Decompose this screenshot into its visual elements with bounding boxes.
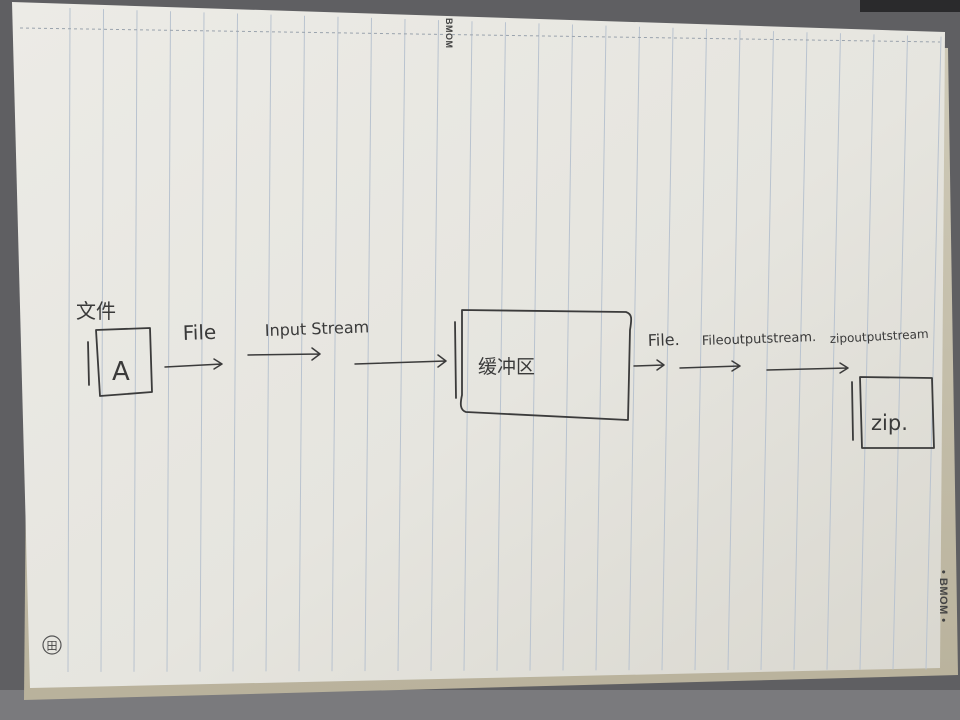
ruled-line xyxy=(364,17,372,672)
ruled-line xyxy=(925,36,942,670)
target-box-label: zip. xyxy=(871,411,908,435)
ruled-line xyxy=(859,34,875,670)
ruled-line xyxy=(727,29,741,671)
flow-label-file-out: File. xyxy=(647,330,680,350)
ruled-line xyxy=(496,22,506,671)
flow-label-zipoutputstream: zipoutputstream xyxy=(829,327,928,346)
brand-bottom-text: • BMOM • xyxy=(937,570,949,623)
flow-diagram: 文件 A File Input Stream 缓冲区 File. Fileout… xyxy=(76,299,935,449)
ruled-line xyxy=(463,21,473,671)
source-box xyxy=(95,327,153,397)
buffer-box-bar xyxy=(454,321,457,399)
ruled-line xyxy=(298,15,305,672)
target-box xyxy=(859,376,935,449)
arrow-2 xyxy=(247,347,321,361)
ruled-line xyxy=(694,28,707,671)
source-box-label: A xyxy=(112,357,130,387)
ruled-line xyxy=(760,31,774,670)
ruled-line xyxy=(562,24,573,671)
buffer-box-label: 缓冲区 xyxy=(478,356,535,378)
ruled-line xyxy=(661,27,674,671)
ruled-line xyxy=(100,9,104,672)
arrow-6 xyxy=(766,362,849,374)
corner-logo: 田 xyxy=(42,635,62,655)
arrow-1 xyxy=(164,358,223,370)
ruled-line xyxy=(67,7,71,673)
ruled-line xyxy=(430,20,439,671)
ruled-line xyxy=(892,35,908,670)
notebook-page xyxy=(12,2,945,688)
ruled-line xyxy=(628,26,640,671)
brand-top-text: BMOM xyxy=(444,18,454,49)
arrow-5 xyxy=(679,360,741,372)
buffer-box xyxy=(459,309,633,421)
ruled-line xyxy=(529,23,540,671)
ruled-line xyxy=(265,14,272,672)
ruled-lines xyxy=(67,7,942,673)
ruled-line xyxy=(397,18,406,672)
ruled-line xyxy=(826,33,841,670)
flow-label-fileoutputstream: Fileoutputstream. xyxy=(702,330,817,349)
source-label: 文件 xyxy=(76,299,116,323)
arrow-3 xyxy=(354,354,447,368)
flow-label-file: File xyxy=(182,320,216,345)
target-box-bar xyxy=(851,381,854,441)
desk-top-right xyxy=(860,0,960,12)
flow-label-inputstream: Input Stream xyxy=(264,317,369,340)
ruled-line xyxy=(166,11,171,672)
corner-logo-glyph: 田 xyxy=(47,640,58,653)
ruled-line xyxy=(199,12,205,672)
source-box-bar xyxy=(87,341,90,386)
ruled-line xyxy=(793,32,808,670)
arrow-4 xyxy=(633,359,665,371)
ruled-line xyxy=(331,16,339,672)
ruled-line xyxy=(133,10,138,672)
ruled-line xyxy=(232,13,238,672)
ruled-line xyxy=(595,25,607,671)
